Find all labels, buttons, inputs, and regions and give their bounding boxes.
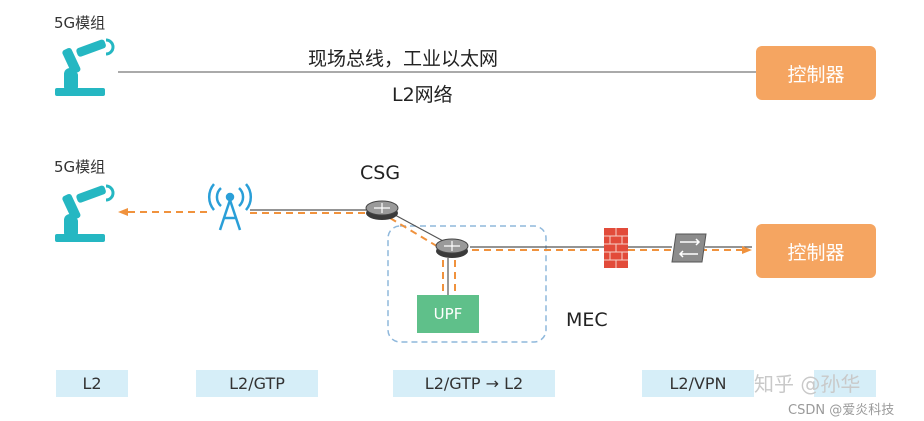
csdn-watermark: CSDN @爱炎科技 xyxy=(788,403,895,418)
bottom-module-label: 5G模组 xyxy=(54,158,106,176)
firewall-icon xyxy=(604,228,628,268)
layer-label-extra xyxy=(814,370,876,397)
zhihu-watermark: 知乎 @孙华 xyxy=(754,372,861,396)
robot-arm-icon xyxy=(55,38,115,96)
link-csg-router xyxy=(394,214,446,243)
switch-icon xyxy=(671,233,707,263)
top-module-label: 5G模组 xyxy=(54,14,106,32)
antenna-icon xyxy=(207,183,253,231)
layer-label-l2: L2 xyxy=(56,370,128,397)
top-controller-box: 控制器 xyxy=(756,46,876,100)
mec-label: MEC xyxy=(566,309,608,331)
layer-label-gtp-to-l2: L2/GTP → L2 xyxy=(393,370,555,397)
mec-region xyxy=(387,225,547,343)
bus-label-line1: 现场总线，工业以太网 xyxy=(308,48,499,70)
upf-box: UPF xyxy=(417,295,479,333)
csg-label: CSG xyxy=(360,162,401,184)
dataflow-path xyxy=(128,211,742,297)
bus-label-line2: L2网络 xyxy=(392,84,453,106)
router-icon xyxy=(435,238,469,258)
arrow-left-head xyxy=(118,208,128,216)
layer-label-l2-vpn: L2/VPN xyxy=(642,370,754,397)
arrow-right-head xyxy=(742,246,752,254)
layer-label-l2-gtp: L2/GTP xyxy=(196,370,318,397)
router-icon xyxy=(365,200,399,220)
robot-arm-icon xyxy=(55,184,115,242)
bottom-controller-box: 控制器 xyxy=(756,224,876,278)
